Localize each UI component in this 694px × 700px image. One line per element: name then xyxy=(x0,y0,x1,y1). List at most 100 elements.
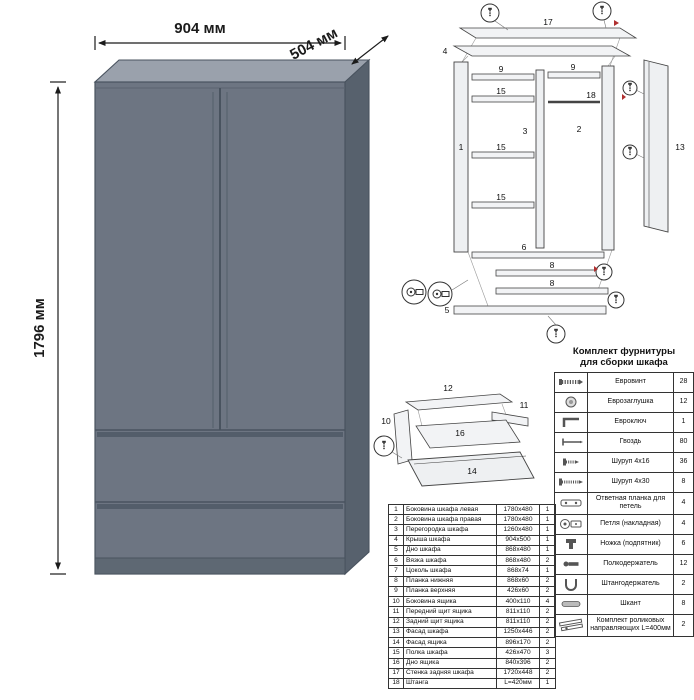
part-name: Дно ящика xyxy=(403,657,497,669)
part-number-label: 3 xyxy=(523,126,528,136)
part-number-label: 8 xyxy=(550,278,555,288)
part-number-label: 9 xyxy=(571,62,576,72)
door-panel-shape xyxy=(643,59,669,233)
part-number-label: 9 xyxy=(499,64,504,74)
part-quantity: 1 xyxy=(539,677,556,690)
part-number: 9 xyxy=(388,585,404,598)
part-number-label: 14 xyxy=(467,466,477,476)
part-number: 14 xyxy=(388,637,404,649)
euro-plug-icon xyxy=(565,396,577,408)
drawer1-handle-groove xyxy=(97,432,343,437)
lower-plank-shape xyxy=(495,287,609,295)
fastener-callout xyxy=(595,263,613,281)
part-number-label: 6 xyxy=(522,242,527,252)
part-name: Перегородка шкафа xyxy=(403,524,497,536)
part-size: 426х470 xyxy=(496,647,540,659)
part-number-label: 4 xyxy=(443,46,448,56)
part-number-label: 15 xyxy=(496,142,506,152)
part-number-label: 15 xyxy=(496,86,506,96)
part-name: Штанга xyxy=(403,677,497,690)
part-number: 2 xyxy=(388,514,404,526)
part-number: 4 xyxy=(388,534,404,546)
part-number-label: 5 xyxy=(445,305,450,315)
drawer-back-shape xyxy=(404,393,514,411)
part-number-label: 17 xyxy=(543,17,553,27)
hardware-row: Штангодержатель 2 xyxy=(554,573,694,595)
hinge-detail-callout xyxy=(401,279,427,305)
part-name: Фасад шкафа xyxy=(403,626,497,639)
drawer2-handle-groove xyxy=(97,504,343,509)
hardware-row: Евроключ 1 xyxy=(554,411,694,433)
part-size: 868х480 xyxy=(496,544,540,557)
foot-icon xyxy=(566,539,576,550)
part-number-label: 13 xyxy=(675,142,685,152)
part-size: 426х60 xyxy=(496,585,540,598)
parts-table: 1 Боковина шкафа левая 1780х480 1 2 Боко… xyxy=(388,503,556,690)
right-side-panel-shape xyxy=(601,65,615,251)
part-number: 7 xyxy=(388,565,404,577)
part-name: Боковина шкафа правая xyxy=(403,514,497,526)
nail-icon xyxy=(562,438,583,446)
part-size: 1250х446 xyxy=(496,626,540,639)
fastener-callout xyxy=(592,1,612,21)
parts-row: 17 Стенка задняя шкафа 1720х448 2 xyxy=(388,667,556,679)
euro-screw-icon xyxy=(559,379,583,386)
drawer-front-board-shape xyxy=(491,411,529,427)
hardware-row: Шуруп 4х30 8 xyxy=(554,471,694,493)
parts-row: 8 Планка нижняя 868х60 2 xyxy=(388,575,556,587)
fastener-callout xyxy=(373,435,395,457)
part-size: 840х396 xyxy=(496,657,540,669)
hinge-icon xyxy=(560,519,582,530)
tie-plank-shape xyxy=(471,251,605,259)
part-size: 1780х480 xyxy=(496,514,540,526)
wardrobe-plinth xyxy=(94,557,346,575)
part-quantity: 2 xyxy=(539,657,556,669)
upper-plank-shape xyxy=(471,73,535,81)
parts-row: 2 Боковина шкафа правая 1780х480 1 xyxy=(388,514,556,526)
width-dimension: 904 мм xyxy=(94,20,346,50)
fastener-callout xyxy=(607,291,625,309)
assembly-diagram: 17 4 1 3 2 9 9 18 15 15 15 6 xyxy=(401,1,685,344)
part-quantity: 3 xyxy=(539,647,556,659)
top-panel-shape xyxy=(452,45,632,57)
hardware-row: Петля (накладная) 4 xyxy=(554,513,694,535)
shelf-support-icon xyxy=(563,561,579,567)
hardware-row: Ответная планка для петель 4 xyxy=(554,491,694,515)
part-name: Фасад ящика xyxy=(403,637,497,649)
part-number: 10 xyxy=(388,596,404,608)
parts-row: 9 Планка верхняя 426х60 2 xyxy=(388,585,556,598)
hardware-kit-title: Комплект фурнитуры для сборки шкафа xyxy=(554,346,694,369)
parts-row: 11 Передний щит ящика 811х110 2 xyxy=(388,606,556,618)
part-number-label: 8 xyxy=(550,260,555,270)
wardrobe-side-face xyxy=(344,58,370,576)
depth-dimension: 504 мм xyxy=(287,24,389,65)
part-quantity: 2 xyxy=(539,637,556,649)
part-quantity: 2 xyxy=(539,585,556,598)
part-name: Боковина шкафа левая xyxy=(403,503,497,516)
drawer-slides-icon xyxy=(558,618,584,632)
parts-list: 1 Боковина шкафа левая 1780х480 1 2 Боко… xyxy=(388,503,556,690)
part-quantity: 2 xyxy=(539,555,556,567)
part-size: L=420мм xyxy=(496,677,540,690)
hardware-row: Полкодержатель 12 xyxy=(554,553,694,575)
part-number: 8 xyxy=(388,575,404,587)
parts-row: 12 Задний щит ящика 811х110 2 xyxy=(388,616,556,628)
part-quantity: 1 xyxy=(539,565,556,577)
fastener-callout xyxy=(622,80,638,96)
part-number: 1 xyxy=(388,503,404,516)
hardware-table: Евровинт 28 Еврозаглушка 12 Евроключ 1 Г… xyxy=(554,371,694,637)
height-dimension: 1796 мм xyxy=(31,81,66,575)
part-size: 811х110 xyxy=(496,606,540,618)
part-number: 17 xyxy=(388,667,404,679)
part-size: 896х170 xyxy=(496,637,540,649)
hardware-row: Евровинт 28 xyxy=(554,371,694,393)
parts-row: 14 Фасад ящика 896х170 2 xyxy=(388,637,556,649)
hardware-row: Гвоздь 80 xyxy=(554,431,694,453)
parts-row: 10 Боковина ящика 400х110 4 xyxy=(388,596,556,608)
part-quantity: 1 xyxy=(539,544,556,557)
wardrobe-render: 904 мм 504 мм 1796 мм xyxy=(31,20,389,576)
part-quantity: 2 xyxy=(539,616,556,628)
part-name: Задний щит ящика xyxy=(403,616,497,628)
upper-plank-shape xyxy=(547,71,601,79)
part-size: 1780х480 xyxy=(496,503,540,516)
